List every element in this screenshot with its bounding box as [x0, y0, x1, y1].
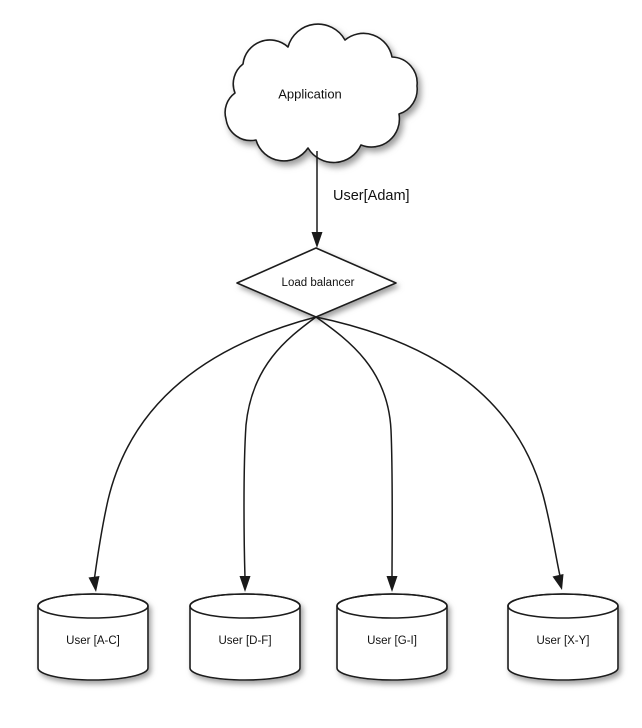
cloud-shape	[224, 23, 418, 164]
shard-1-label: User [A-C]	[66, 635, 120, 647]
shard-3-label: User [G-I]	[367, 635, 417, 647]
edge-balancer-to-shard-2	[239, 316, 317, 592]
edge-app-to-balancer-arrowhead	[311, 232, 323, 248]
edge-balancer-to-shard-3-arrowhead	[386, 576, 398, 592]
edge-balancer-to-shard-1-arrowhead	[88, 576, 100, 592]
edge-balancer-to-shard-3-line	[315, 316, 393, 579]
node-application[interactable]: Application	[224, 23, 418, 164]
node-shard-1[interactable]: User [A-C]	[37, 593, 149, 681]
cylinder-4-top-ellipse	[507, 593, 619, 619]
edge-balancer-to-shard-4-arrowhead	[552, 574, 564, 590]
edge-app-to-balancer-label: User[Adam]	[333, 188, 410, 204]
edge-app-to-balancer: User[Adam]	[311, 151, 410, 248]
shard-4-label: User [X-Y]	[536, 635, 589, 647]
edge-balancer-to-shard-4-line	[315, 316, 561, 577]
edge-balancer-to-shard-2-line	[243, 316, 317, 579]
cylinder-1-top-ellipse	[37, 593, 149, 619]
node-shard-4[interactable]: User [X-Y]	[507, 593, 619, 681]
cylinder-3-top-ellipse	[336, 593, 448, 619]
node-shard-2[interactable]: User [D-F]	[189, 593, 301, 681]
edge-balancer-to-shard-4	[315, 316, 564, 590]
edge-balancer-to-shard-1-line	[93, 316, 317, 579]
edge-balancer-to-shard-3	[315, 316, 398, 592]
node-load-balancer[interactable]: Load balancer	[236, 247, 397, 318]
node-shard-3[interactable]: User [G-I]	[336, 593, 448, 681]
load-balancer-label: Load balancer	[282, 277, 355, 289]
edge-balancer-to-shard-1	[88, 316, 317, 592]
shard-2-label: User [D-F]	[218, 635, 271, 647]
application-label: Application	[278, 86, 342, 101]
edge-balancer-to-shard-2-arrowhead	[239, 576, 251, 592]
cylinder-2-top-ellipse	[189, 593, 301, 619]
